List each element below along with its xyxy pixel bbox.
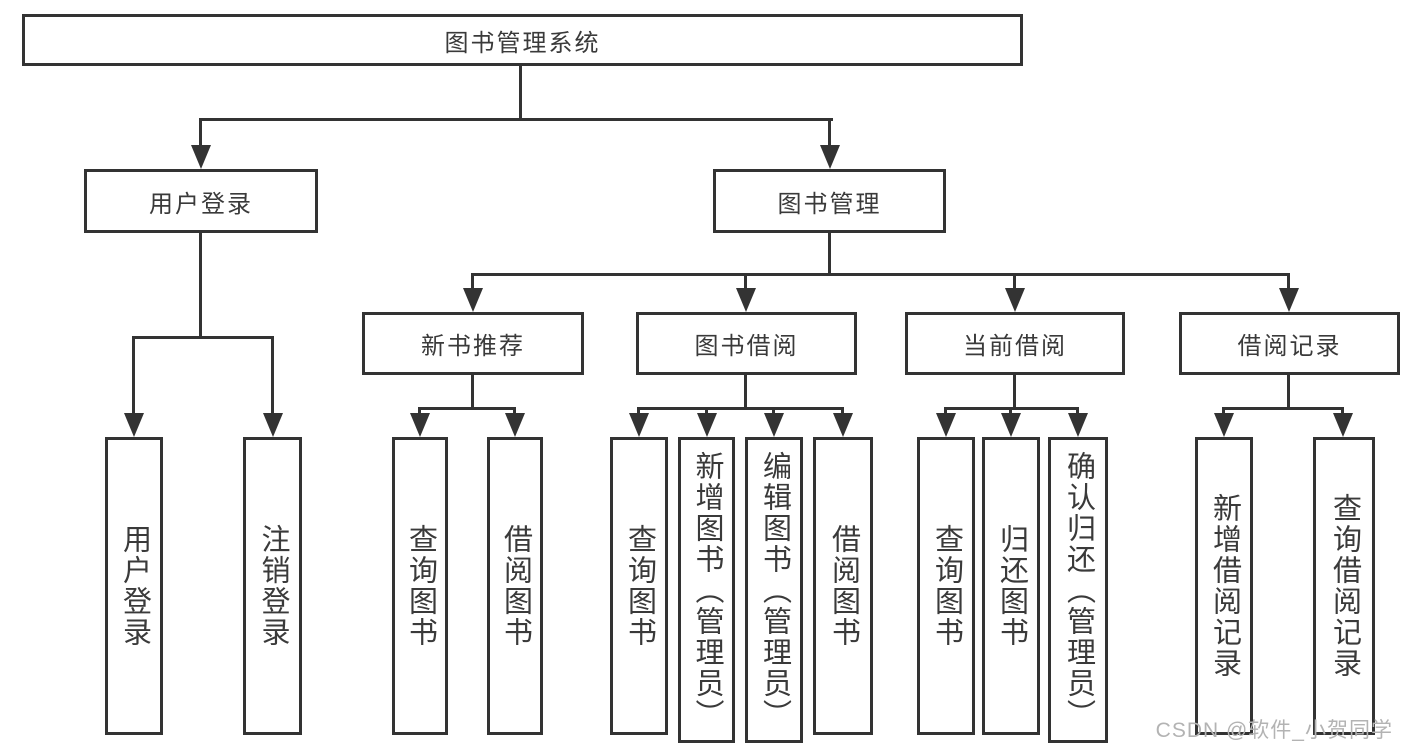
leaf-cb-return-book-label: 归还图书 [995,524,1028,648]
leaf-logout-label: 注销登录 [257,524,289,648]
connector-line [1076,407,1079,417]
arrowhead-down [833,413,853,437]
node-book-management-label: 图书管理 [777,190,882,218]
arrowhead-down [736,288,756,312]
node-user-login: 用户登录 [84,169,318,233]
connector-line [1013,273,1016,291]
connector-line [1341,407,1344,417]
arrowhead-down [1068,413,1088,437]
leaf-br-query-record: 查询借阅记录 [1313,437,1375,735]
arrowhead-down [124,413,144,437]
connector-line [637,407,844,410]
node-root: 图书管理系统 [22,14,1023,66]
connector-line [132,336,135,416]
node-borrow-record: 借阅记录 [1179,312,1400,375]
leaf-user-login: 用户登录 [105,437,163,735]
connector-line [705,407,708,417]
leaf-user-login-label: 用户登录 [118,524,151,648]
connector-line [1287,375,1290,410]
node-root-label: 图书管理系统 [444,29,601,57]
arrowhead-down [764,413,784,437]
connector-line [1013,375,1016,410]
connector-line [271,336,274,416]
arrowhead-down [463,288,483,312]
leaf-nbr-query-book: 查询图书 [392,437,448,735]
arrowhead-down [629,413,649,437]
arrowhead-down [1005,288,1025,312]
leaf-br-add-record-label: 新增借阅记录 [1208,493,1241,679]
arrowhead-down [410,413,430,437]
leaf-nbr-borrow-book-label: 借阅图书 [499,524,532,648]
arrowhead-down [936,413,956,437]
leaf-cb-query-book-label: 查询图书 [930,524,963,648]
leaf-br-query-record-label: 查询借阅记录 [1328,493,1361,679]
node-book-borrow: 图书借阅 [636,312,857,375]
leaf-cb-return-book: 归还图书 [982,437,1040,735]
leaf-bb-add-book-admin-label: 新增图书（管理员） [691,450,723,730]
node-current-borrow: 当前借阅 [905,312,1125,375]
connector-line [132,336,274,339]
node-book-management: 图书管理 [713,169,946,233]
leaf-nbr-query-book-label: 查询图书 [404,524,437,648]
connector-line [637,407,640,417]
arrowhead-down [820,145,840,169]
connector-line [199,118,833,121]
connector-line [418,407,516,410]
connector-line [513,407,516,417]
leaf-bb-edit-book-admin-label: 编辑图书（管理员） [758,450,791,730]
connector-line [772,407,775,417]
node-borrow-record-label: 借阅记录 [1237,333,1342,360]
leaf-cb-confirm-return-admin: 确认归还（管理员） [1048,437,1108,743]
csdn-watermark: CSDN @软件_小贺同学 [1155,719,1393,742]
connector-line [1287,273,1290,291]
node-new-book-recommend: 新书推荐 [362,312,584,375]
arrowhead-down [1214,413,1234,437]
connector-line [744,273,747,291]
connector-line [944,407,947,417]
connector-line [828,118,831,148]
leaf-cb-query-book: 查询图书 [917,437,975,735]
leaf-bb-add-book-admin: 新增图书（管理员） [678,437,735,743]
connector-line [418,407,421,417]
leaf-bb-query-book: 查询图书 [610,437,668,735]
arrowhead-down [263,413,283,437]
connector-line [841,407,844,417]
connector-line [199,233,202,339]
node-book-borrow-label: 图书借阅 [694,333,799,360]
arrowhead-down [1333,413,1353,437]
connector-line [471,273,474,291]
node-user-login-label: 用户登录 [149,190,253,218]
connector-line [519,66,522,121]
node-current-borrow-label: 当前借阅 [963,333,1067,360]
connector-line [1222,407,1344,410]
node-new-book-recommend-label: 新书推荐 [421,333,525,360]
leaf-cb-confirm-return-admin-label: 确认归还（管理员） [1062,450,1095,730]
connector-line [1009,407,1012,417]
arrowhead-down [1279,288,1299,312]
leaf-bb-borrow-book: 借阅图书 [813,437,873,735]
connector-line [744,375,747,410]
leaf-logout: 注销登录 [243,437,302,735]
connector-line [471,375,474,410]
leaf-bb-edit-book-admin: 编辑图书（管理员） [745,437,803,743]
leaf-bb-query-book-label: 查询图书 [623,524,656,648]
leaf-bb-borrow-book-label: 借阅图书 [827,524,860,648]
leaf-br-add-record: 新增借阅记录 [1195,437,1253,735]
connector-line [199,118,202,148]
connector-line [471,273,1290,276]
arrowhead-down [1001,413,1021,437]
connector-line [1222,407,1225,417]
leaf-nbr-borrow-book: 借阅图书 [487,437,543,735]
arrowhead-down [505,413,525,437]
arrowhead-down [191,145,211,169]
arrowhead-down [697,413,717,437]
connector-line [828,233,831,276]
